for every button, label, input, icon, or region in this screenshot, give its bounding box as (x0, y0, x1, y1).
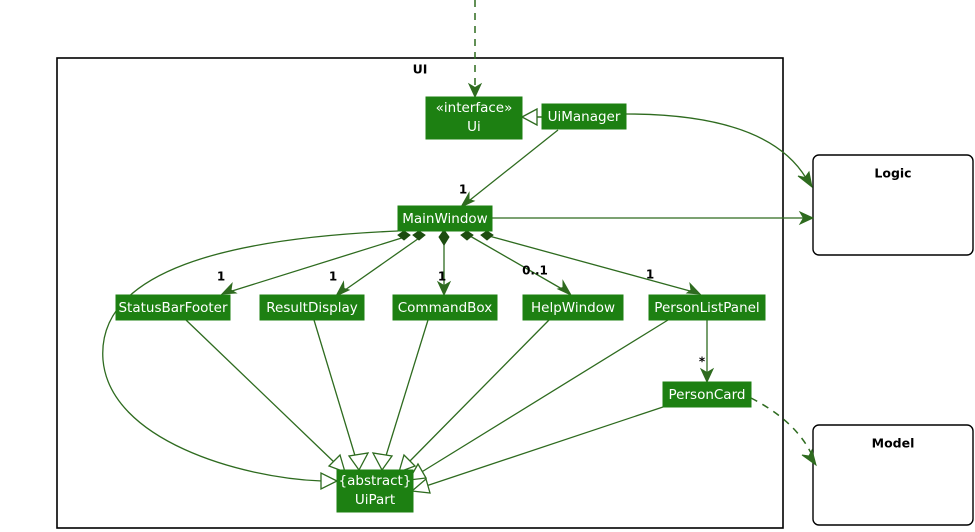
link-statusbarfooter-to-uipart (185, 319, 346, 474)
class-uipart[interactable]: {abstract} UiPart (336, 469, 414, 513)
external-box-logic-label: Logic (874, 166, 911, 181)
class-uimanager-label: UiManager (548, 109, 621, 125)
link-mainwindow-to-helpwindow (460, 230, 573, 297)
class-personcard[interactable]: PersonCard (662, 381, 752, 408)
class-uipart-label: UiPart (355, 492, 395, 508)
link-uimanager-to-mainwindow (459, 129, 559, 209)
link-personcard-to-model (750, 397, 817, 467)
link-commandbox-to-uipart (371, 319, 429, 472)
link-mainwindow-to-personlistpanel (480, 230, 702, 295)
class-statusbarfooter-label: StatusBarFooter (118, 300, 228, 316)
class-helpwindow[interactable]: HelpWindow (522, 294, 624, 321)
external-box-logic[interactable] (812, 154, 974, 256)
class-ui-interface-stereotype: «interface» (436, 100, 513, 116)
multiplicity-statusbarfooter: 1 (217, 270, 225, 284)
link-mainwindow-to-uipart (102, 230, 399, 491)
class-uipart-stereotype: {abstract} (339, 473, 412, 489)
package-ui-border (56, 57, 784, 529)
class-personlistpanel-label: PersonListPanel (654, 300, 759, 316)
class-personlistpanel[interactable]: PersonListPanel (648, 294, 766, 321)
class-resultdisplay-label: ResultDisplay (266, 300, 357, 316)
class-mainwindow[interactable]: MainWindow (397, 205, 493, 232)
link-mainwindow-to-commandbox (436, 229, 452, 297)
class-resultdisplay[interactable]: ResultDisplay (259, 294, 365, 321)
class-commandbox-label: CommandBox (398, 300, 492, 316)
multiplicity-personcard: * (699, 355, 706, 369)
link-external-to-ui (467, 0, 483, 99)
external-box-model[interactable] (812, 424, 974, 526)
class-helpwindow-label: HelpWindow (531, 300, 615, 316)
multiplicity-personlistpanel: 1 (646, 268, 654, 282)
link-personcard-to-uipart (410, 406, 664, 494)
package-ui-label: UI (413, 62, 428, 77)
class-statusbarfooter[interactable]: StatusBarFooter (115, 294, 231, 321)
link-mainwindow-to-resultdisplay (334, 230, 426, 298)
multiplicity-helpwindow: 0..1 (522, 264, 548, 278)
link-resultdisplay-to-uipart (313, 319, 370, 472)
class-personcard-label: PersonCard (669, 387, 746, 403)
multiplicity-commandbox: 1 (438, 270, 446, 284)
class-commandbox[interactable]: CommandBox (392, 294, 498, 321)
link-uimanager-to-logic (625, 113, 813, 189)
link-personlistpanel-to-uipart (407, 319, 669, 481)
link-helpwindow-to-uipart (398, 319, 550, 474)
external-box-model-label: Model (872, 436, 915, 451)
multiplicity-mainwindow: 1 (459, 183, 467, 197)
class-uimanager[interactable]: UiManager (541, 103, 627, 130)
class-ui-interface-label: Ui (467, 119, 481, 135)
link-mainwindow-to-logic (492, 210, 815, 226)
link-mainwindow-to-statusbarfooter (220, 230, 411, 295)
link-uimanager-realizes-ui (520, 107, 542, 127)
link-personlistpanel-to-personcard (699, 320, 715, 384)
class-mainwindow-label: MainWindow (402, 211, 487, 227)
multiplicity-resultdisplay: 1 (329, 270, 337, 284)
class-ui-interface[interactable]: «interface» Ui (425, 96, 523, 140)
